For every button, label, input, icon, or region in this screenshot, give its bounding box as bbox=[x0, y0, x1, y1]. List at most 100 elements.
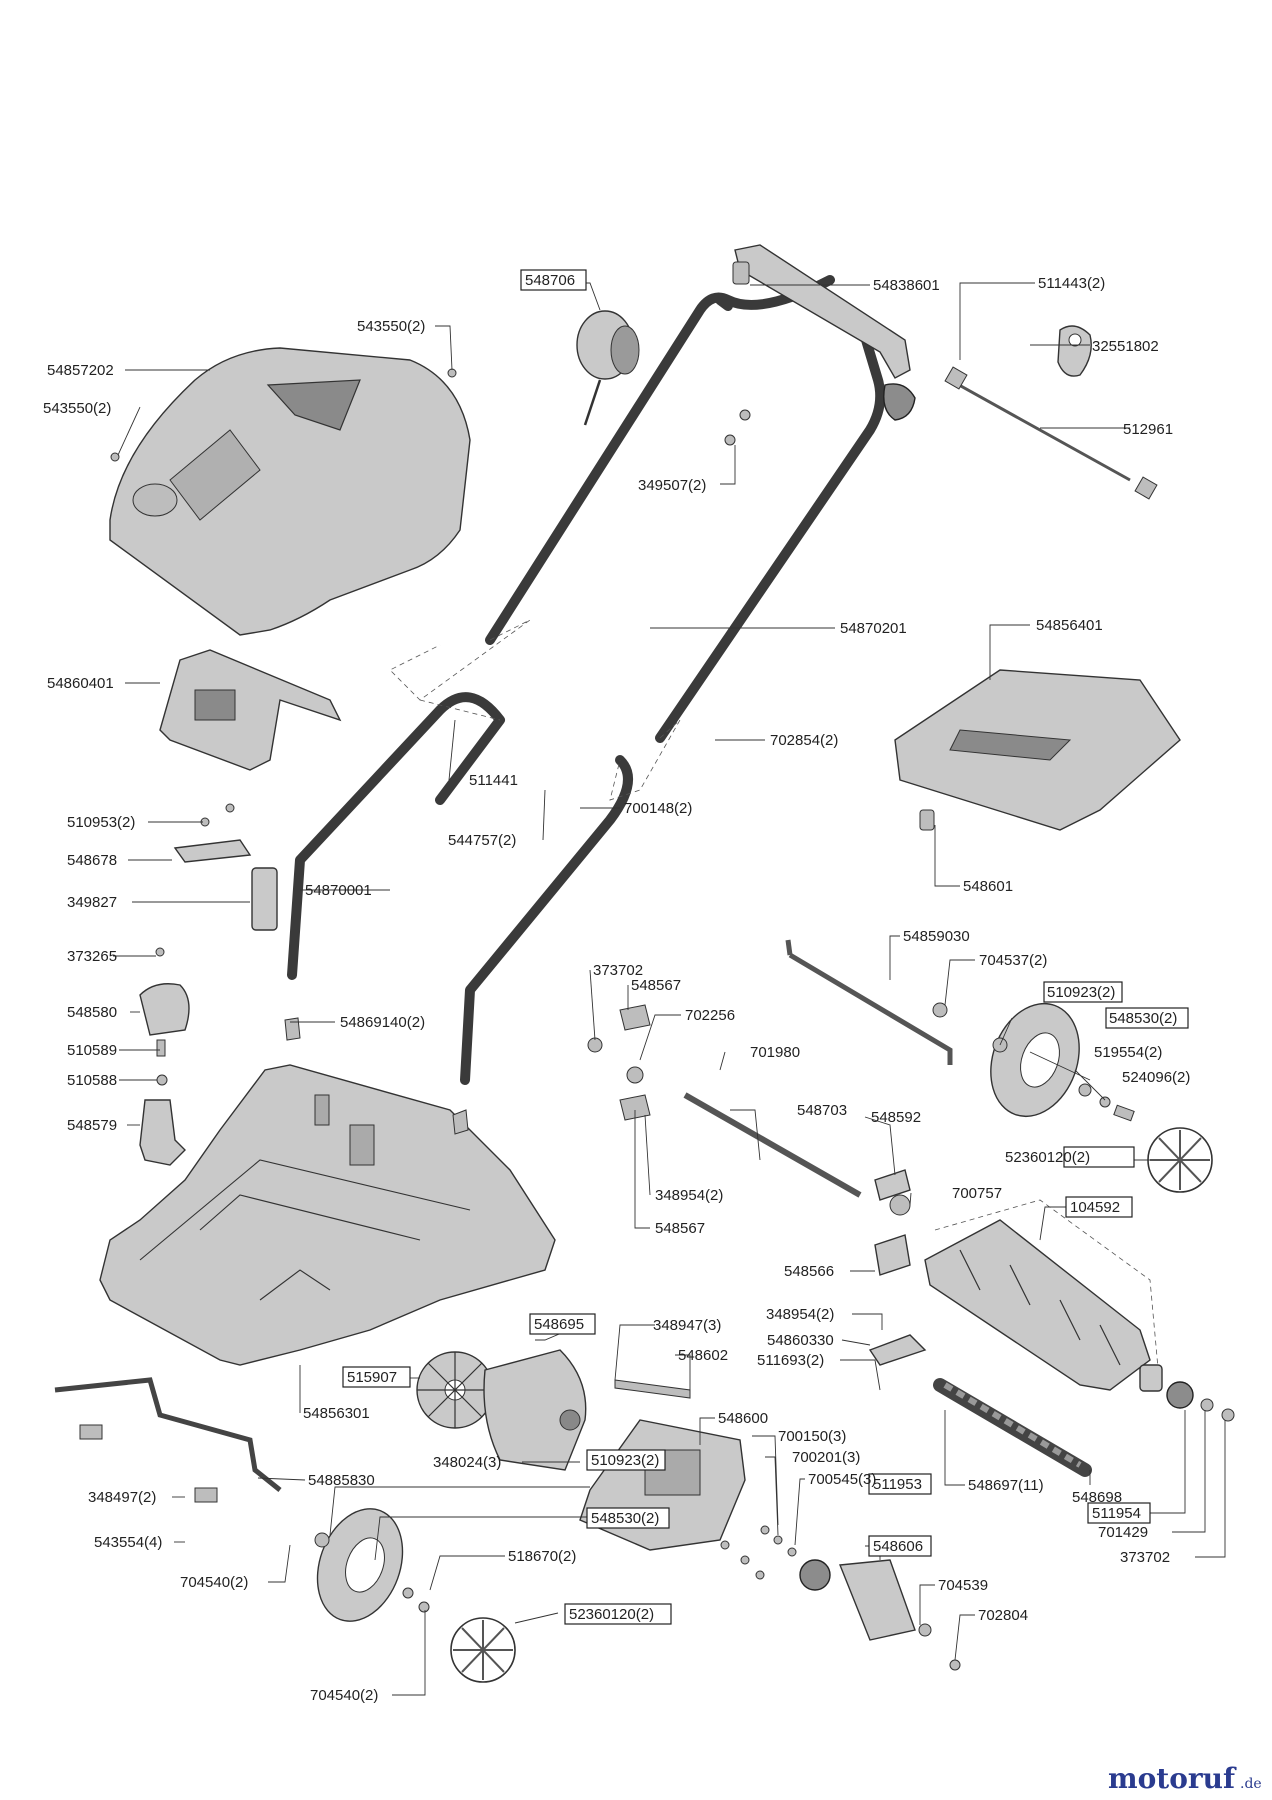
label-704537: 704537(2) bbox=[979, 952, 1047, 969]
label-511443: 511443(2) bbox=[1038, 275, 1105, 292]
label-348954-bottom: 348954(2) bbox=[766, 1306, 834, 1323]
label-510923-right: 510923(2) bbox=[1047, 984, 1115, 1001]
label-54885830: 54885830 bbox=[308, 1472, 375, 1489]
label-32551802: 32551802 bbox=[1092, 338, 1159, 355]
label-548530-bottom: 548530(2) bbox=[591, 1510, 659, 1527]
lower-handle-bar bbox=[287, 692, 633, 1085]
label-548567-top: 548567 bbox=[631, 977, 681, 994]
left-small-parts bbox=[139, 803, 278, 1166]
label-54869140: 54869140(2) bbox=[340, 1014, 425, 1031]
label-702256: 702256 bbox=[685, 1007, 735, 1024]
cable-clip-part bbox=[1057, 325, 1092, 377]
rotor-end-parts bbox=[1139, 1364, 1235, 1422]
handle-brackets bbox=[284, 1017, 469, 1135]
label-519554: 519554(2) bbox=[1094, 1044, 1162, 1061]
front-wheel-cap-part bbox=[1147, 1127, 1213, 1193]
label-543550-left: 543550(2) bbox=[43, 400, 111, 417]
label-510953: 510953(2) bbox=[67, 814, 135, 831]
label-54857202: 54857202 bbox=[47, 362, 114, 379]
label-701980: 701980 bbox=[750, 1044, 800, 1061]
label-510589: 510589 bbox=[67, 1042, 117, 1059]
label-548695: 548695 bbox=[534, 1316, 584, 1333]
label-348024: 348024(3) bbox=[433, 1454, 501, 1471]
label-544757: 544757(2) bbox=[448, 832, 516, 849]
label-boxes bbox=[342, 269, 1189, 1625]
label-515907: 515907 bbox=[347, 1369, 397, 1386]
label-548706: 548706 bbox=[525, 272, 575, 289]
label-373702-bottom: 373702 bbox=[1120, 1549, 1170, 1566]
label-511441: 511441 bbox=[469, 772, 518, 789]
label-373265: 373265 bbox=[67, 948, 117, 965]
label-54856301: 54856301 bbox=[303, 1405, 370, 1422]
label-518670: 518670(2) bbox=[508, 1548, 576, 1565]
rear-wheel-cap-part bbox=[402, 1587, 516, 1683]
label-54838601: 54838601 bbox=[873, 277, 940, 294]
motor-part bbox=[483, 1349, 587, 1471]
motoruf-watermark: motoruf .de bbox=[1108, 1762, 1262, 1795]
handle-dashed-guides bbox=[389, 619, 681, 801]
motor-fan-part bbox=[416, 1351, 494, 1429]
label-700757: 700757 bbox=[952, 1185, 1002, 1202]
label-548580: 548580 bbox=[67, 1004, 117, 1021]
label-548697: 548697(11) bbox=[968, 1477, 1044, 1494]
part-number-labels: 548706 54838601 511443(2) 32551802 54355… bbox=[43, 272, 1190, 1704]
label-510588: 510588 bbox=[67, 1072, 117, 1089]
label-511954: 511954 bbox=[1092, 1505, 1141, 1522]
label-349827: 349827 bbox=[67, 894, 117, 911]
label-349507: 349507(2) bbox=[638, 477, 706, 494]
front-axle-bracket bbox=[785, 939, 953, 1065]
label-704539: 704539 bbox=[938, 1577, 988, 1594]
label-548592: 548592 bbox=[871, 1109, 921, 1126]
label-104592: 104592 bbox=[1070, 1199, 1120, 1216]
label-54859030: 54859030 bbox=[903, 928, 970, 945]
label-700148: 700148(2) bbox=[624, 800, 692, 817]
label-704540-left: 704540(2) bbox=[180, 1574, 248, 1591]
label-54860330: 54860330 bbox=[767, 1332, 834, 1349]
bowden-cable-part bbox=[944, 366, 1158, 500]
scarifier-rotor-part bbox=[924, 1199, 1161, 1391]
label-548530-right: 548530(2) bbox=[1109, 1010, 1177, 1027]
label-373702-top: 373702 bbox=[593, 962, 643, 979]
label-548601: 548601 bbox=[963, 878, 1013, 895]
main-housing-part bbox=[99, 1064, 556, 1366]
label-548606: 548606 bbox=[873, 1538, 923, 1555]
label-700201: 700201(3) bbox=[792, 1449, 860, 1466]
label-511953: 511953 bbox=[873, 1476, 922, 1493]
label-702804: 702804 bbox=[978, 1607, 1028, 1624]
label-548567-bottom: 548567 bbox=[655, 1220, 705, 1237]
label-52360120-bottom: 52360120(2) bbox=[569, 1606, 654, 1623]
label-54870001: 54870001 bbox=[305, 882, 372, 899]
label-510923-bottom: 510923(2) bbox=[591, 1452, 659, 1469]
bracket-fasteners bbox=[720, 1525, 797, 1580]
label-704540-bottom: 704540(2) bbox=[310, 1687, 378, 1704]
drive-pulley-part bbox=[799, 1559, 961, 1671]
label-701429: 701429 bbox=[1098, 1524, 1148, 1541]
ejection-flap-part bbox=[159, 649, 342, 771]
bearing-housing-part bbox=[874, 1169, 911, 1276]
label-511693: 511693(2) bbox=[757, 1352, 824, 1369]
label-700545: 700545(3) bbox=[808, 1471, 876, 1488]
upper-handle-bar bbox=[485, 275, 886, 743]
cover-plate-part bbox=[868, 1334, 927, 1366]
label-548703: 548703 bbox=[797, 1102, 847, 1119]
label-548678: 548678 bbox=[67, 852, 117, 869]
grass-box-cover-part bbox=[894, 669, 1181, 831]
watermark-suffix: .de bbox=[1240, 1776, 1262, 1792]
label-700150: 700150(3) bbox=[778, 1428, 846, 1445]
label-52360120-right: 52360120(2) bbox=[1005, 1149, 1090, 1166]
height-adjust-axle bbox=[54, 1377, 282, 1503]
label-54856401: 54856401 bbox=[1036, 617, 1103, 634]
label-548698: 548698 bbox=[1072, 1489, 1122, 1506]
leader-lines bbox=[113, 282, 1226, 1696]
label-548579: 548579 bbox=[67, 1117, 117, 1134]
label-54870201: 54870201 bbox=[840, 620, 907, 637]
label-548602: 548602 bbox=[678, 1347, 728, 1364]
label-348954-top: 348954(2) bbox=[655, 1187, 723, 1204]
label-543550-top: 543550(2) bbox=[357, 318, 425, 335]
handle-top-grip bbox=[732, 244, 916, 421]
label-512961: 512961 bbox=[1123, 421, 1173, 438]
axle-shaft-part bbox=[587, 1004, 862, 1198]
label-524096: 524096(2) bbox=[1122, 1069, 1190, 1086]
